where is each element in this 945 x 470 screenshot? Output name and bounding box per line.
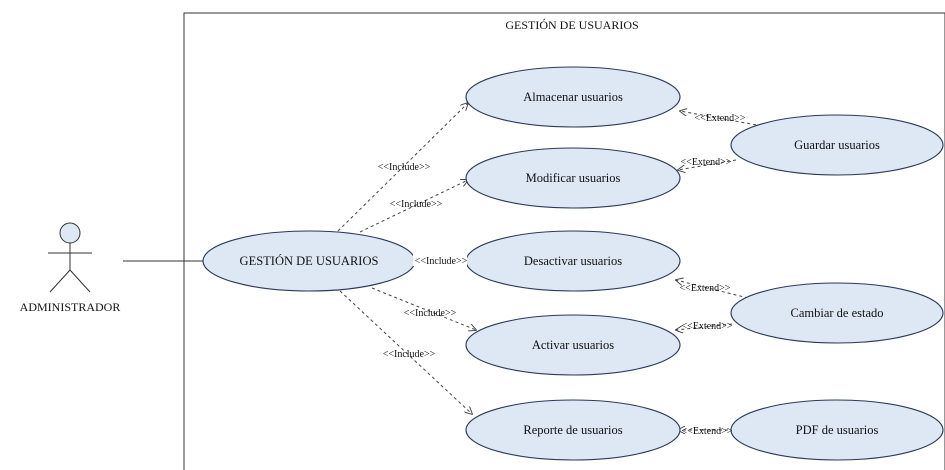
extend-label-desactivar: <<Extend>> — [680, 283, 731, 294]
include-label-modificar: <<Include>> — [390, 199, 443, 210]
extend-arrow-modificar — [678, 159, 737, 170]
use-case-modificar-label: Modificar usuarios — [526, 171, 621, 185]
include-label-almacenar: <<Include>> — [378, 162, 431, 173]
actor-label: ADMINISTRADOR — [20, 300, 121, 314]
use-case-almacenar-label: Almacenar usuarios — [523, 90, 623, 104]
include-arrow-reporte — [339, 290, 472, 414]
include-label-reporte: <<Include>> — [383, 349, 436, 360]
use-case-cambiar-label: Cambiar de estado — [790, 306, 883, 320]
extend-label-almacenar: <<Extend>> — [695, 113, 746, 124]
use-case-desactivar[interactable]: Desactivar usuarios — [465, 230, 681, 292]
use-case-guardar-label: Guardar usuarios — [794, 138, 880, 152]
use-case-cambiar[interactable]: Cambiar de estado — [730, 282, 944, 344]
use-case-main[interactable]: GESTIÓN DE USUARIOS — [202, 230, 416, 292]
include-arrow-modificar — [359, 180, 468, 233]
system-boundary — [183, 12, 945, 470]
include-arrow-almacenar — [337, 103, 468, 232]
use-case-pdf-label: PDF de usuarios — [796, 423, 879, 437]
include-label-desactivar: <<Include>> — [415, 256, 468, 267]
actor-left-leg — [49, 269, 71, 293]
include-label-activar: <<Include>> — [404, 308, 457, 319]
system-title: GESTIÓN DE USUARIOS — [505, 18, 638, 32]
extend-label-reporte: <<Extend>> — [682, 426, 733, 437]
use-case-desactivar-label: Desactivar usuarios — [524, 254, 622, 268]
extend-label-activar: <<Extend>> — [682, 321, 733, 332]
use-case-pdf[interactable]: PDF de usuarios — [730, 399, 944, 461]
use-case-almacenar[interactable]: Almacenar usuarios — [465, 66, 681, 128]
use-case-guardar[interactable]: Guardar usuarios — [730, 114, 944, 176]
use-case-activar[interactable]: Activar usuarios — [465, 314, 681, 376]
use-case-reporte[interactable]: Reporte de usuarios — [465, 399, 681, 461]
use-case-modificar[interactable]: Modificar usuarios — [465, 147, 681, 209]
use-case-activar-label: Activar usuarios — [532, 338, 614, 352]
actor-administrador[interactable]: ADMINISTRADOR — [20, 222, 121, 314]
extend-arrow-desactivar — [676, 280, 749, 299]
actor-head — [59, 222, 81, 244]
extend-label-modificar: <<Extend>> — [681, 157, 732, 168]
include-arrow-activar — [371, 287, 476, 330]
actor-right-leg — [69, 269, 91, 293]
use-case-main-label: GESTIÓN DE USUARIOS — [240, 254, 379, 268]
use-case-reporte-label: Reporte de usuarios — [523, 423, 622, 437]
extend-arrow-almacenar — [680, 111, 763, 127]
